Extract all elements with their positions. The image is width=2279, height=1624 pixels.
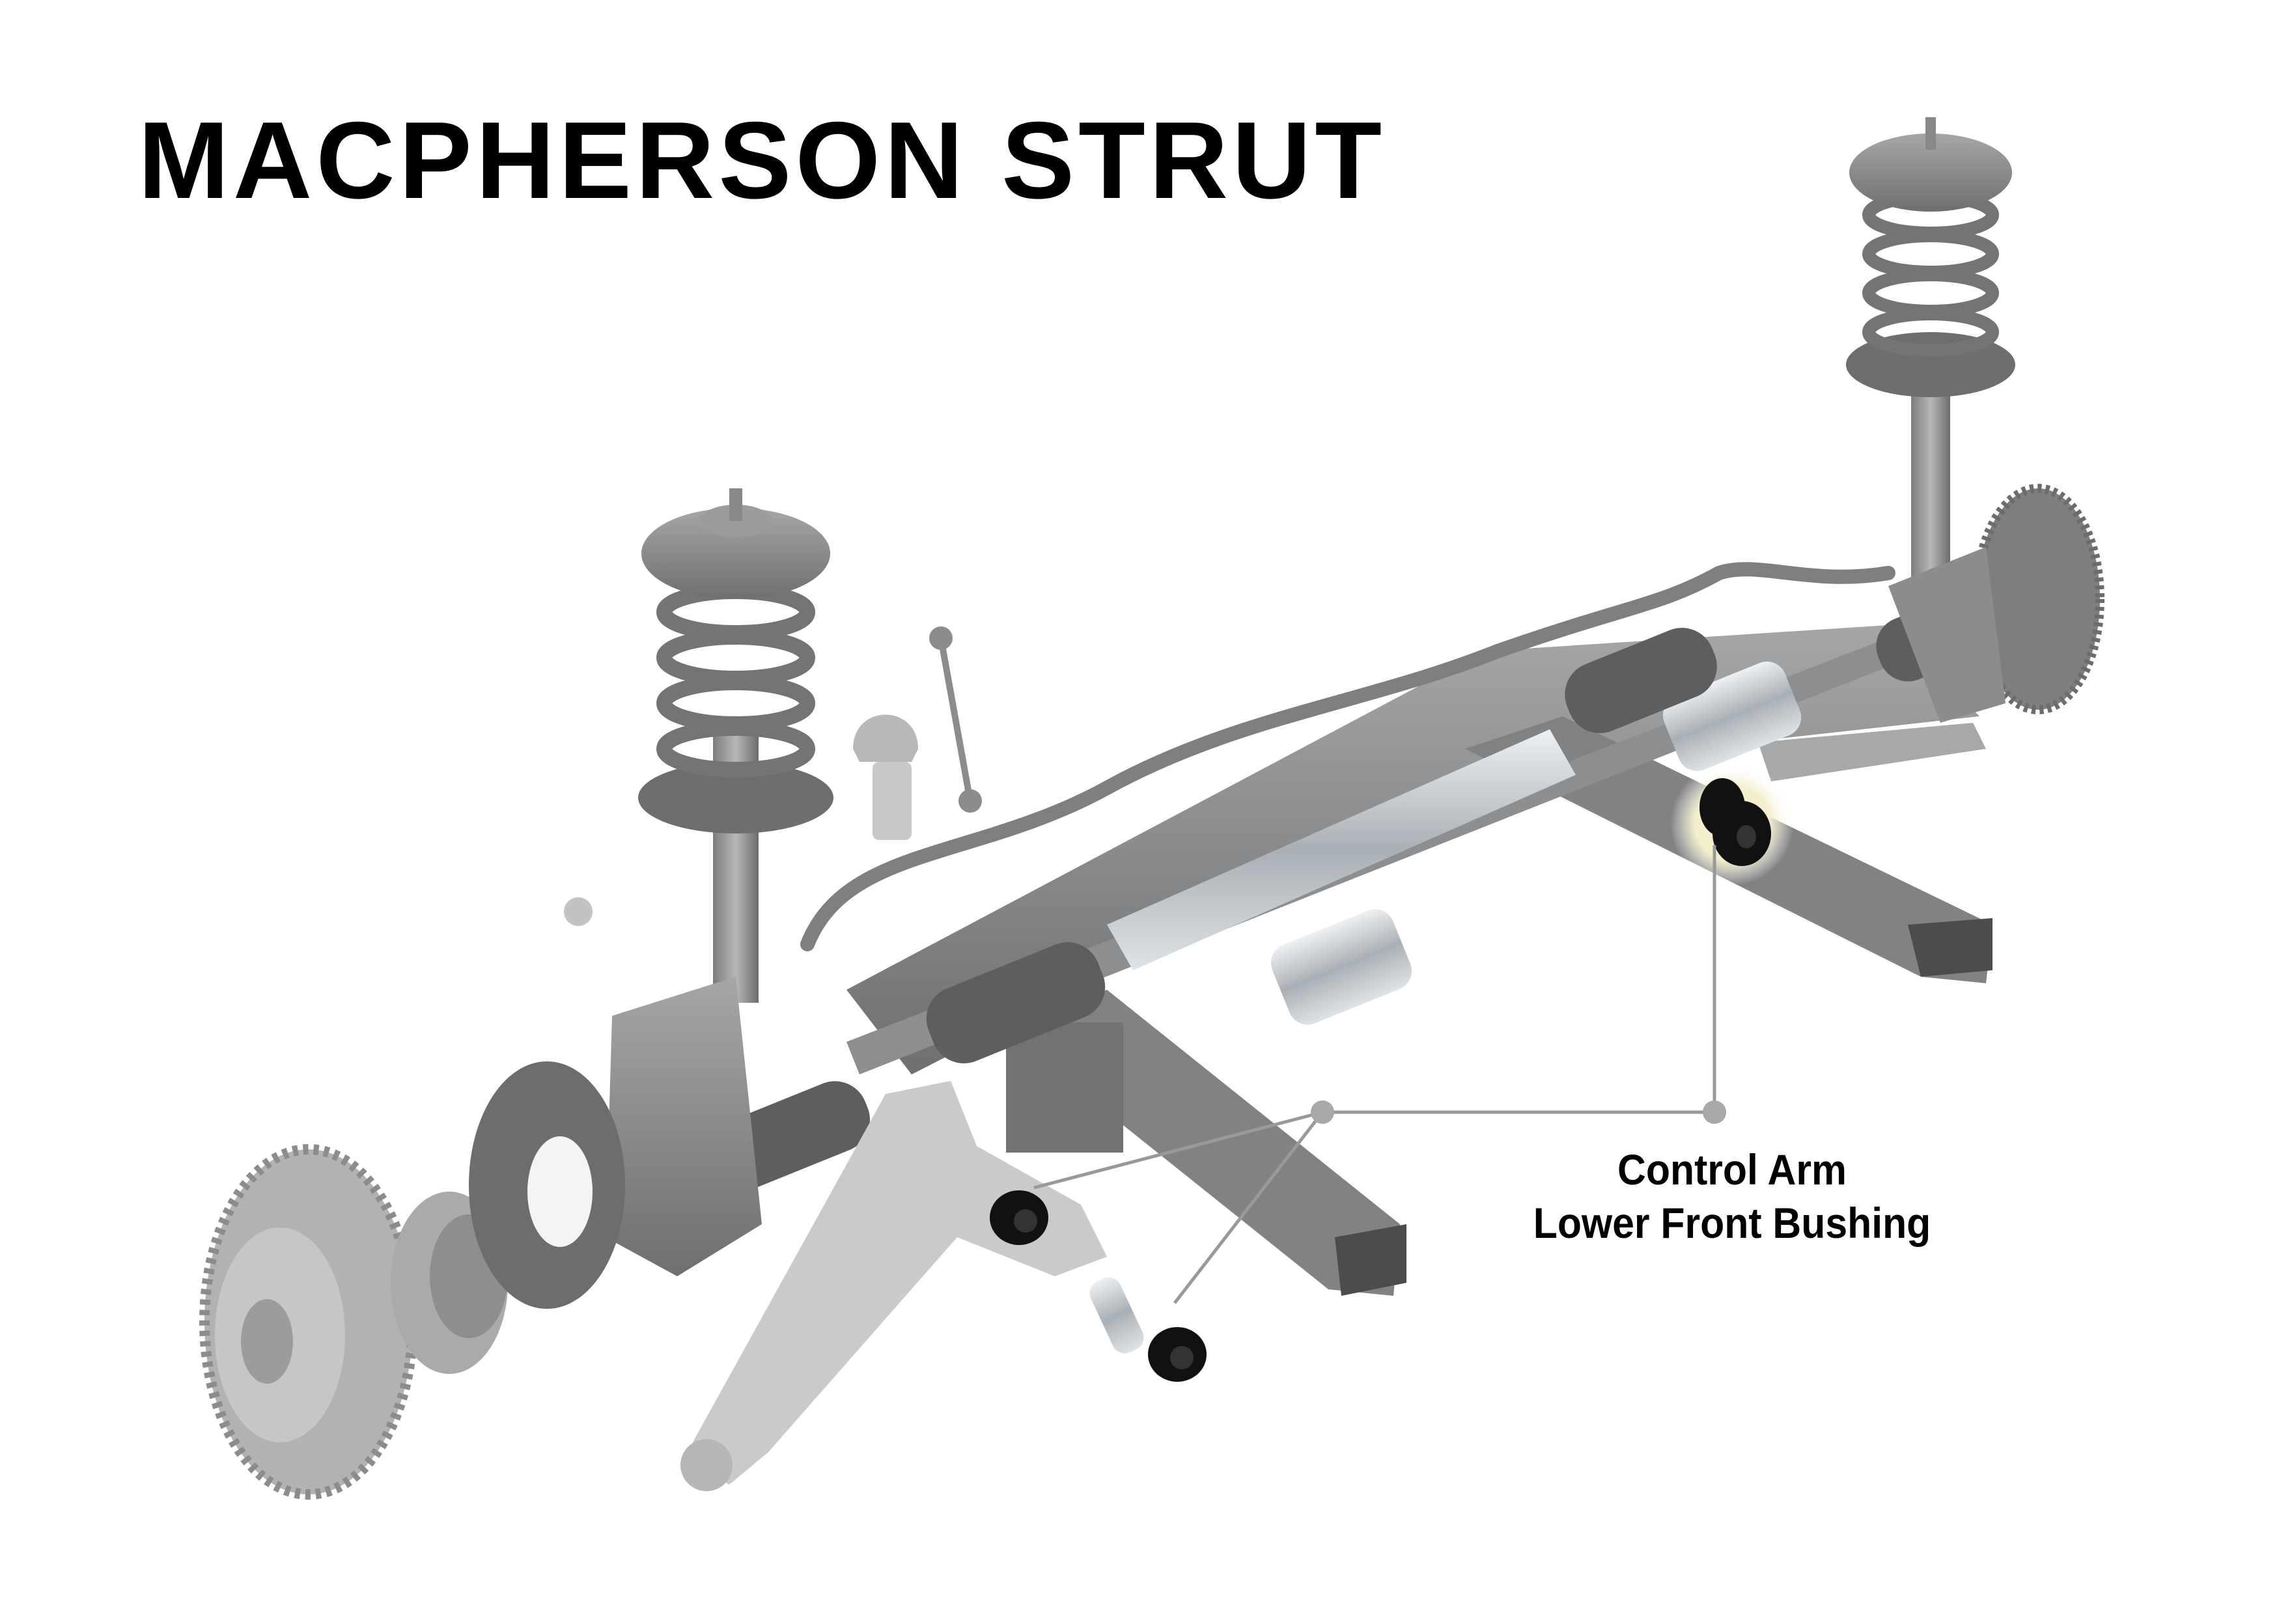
right-strut-assembly (1846, 117, 2104, 723)
bushing-sleeve (1089, 1277, 1144, 1354)
sway-bar-bushing (873, 762, 912, 840)
left-strut-assembly (606, 488, 833, 1276)
brake-disc (199, 1144, 418, 1500)
bushing-highlighted (1670, 762, 1794, 886)
sway-bar-link (929, 626, 982, 813)
callout-line-2: Lower Front Bushing (1533, 1199, 1931, 1247)
bushing-front-upper (990, 1190, 1048, 1245)
callout-dot-left (1311, 1100, 1334, 1124)
splash-shield (469, 1061, 625, 1309)
lower-control-arm (684, 1081, 1107, 1485)
callout-line-1: Control Arm (1617, 1145, 1847, 1194)
sway-bar-clamp (853, 714, 918, 762)
sway-bar (800, 562, 1895, 951)
callout-leader-lines (1033, 845, 1716, 1304)
nut (564, 897, 593, 926)
callout-dot-right (1703, 1100, 1726, 1124)
callout-label: Control Arm Lower Front Bushing (1517, 1143, 1948, 1250)
ball-joint (680, 1439, 733, 1491)
page-title: MACPHERSON STRUT (138, 99, 1386, 221)
bushing-front-lower (1148, 1327, 1207, 1382)
